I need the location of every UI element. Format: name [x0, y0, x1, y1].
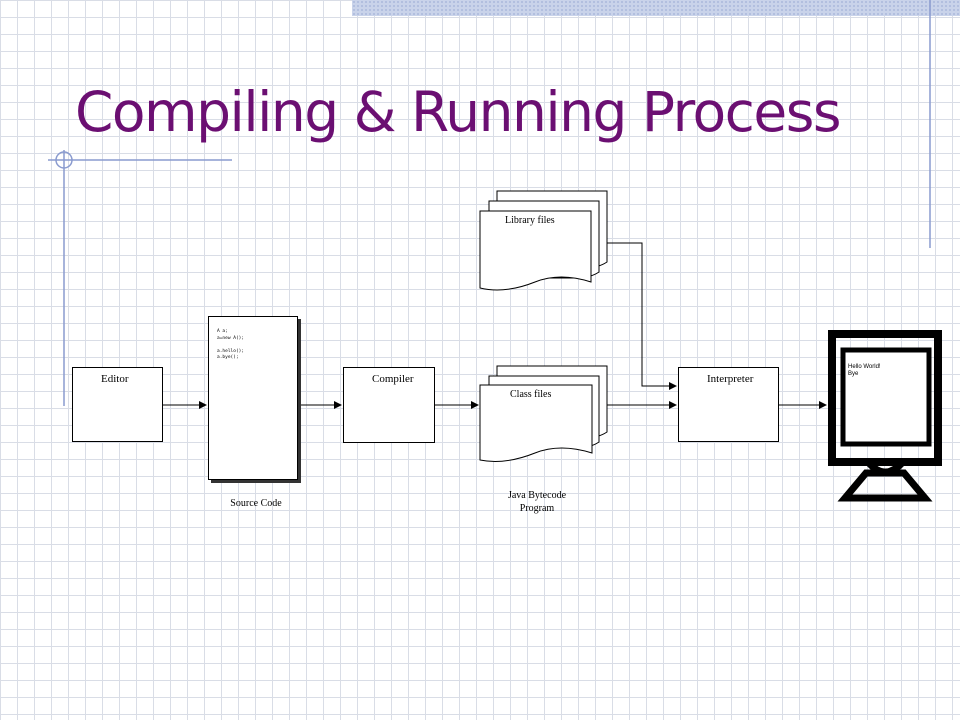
header-band [352, 0, 960, 16]
monitor-icon [828, 330, 942, 502]
editor-label: Editor [101, 373, 129, 385]
library-files-label: Library files [505, 215, 555, 226]
page-title: Compiling & Running Process [75, 80, 842, 144]
screen-output-line: Bye [848, 371, 859, 377]
bytecode-caption-line2: Program [519, 503, 555, 514]
editor-box: Editor [72, 367, 163, 442]
interpreter-label: Interpreter [707, 373, 754, 385]
class-files-label: Class files [510, 389, 552, 400]
bytecode-caption-line1: Java Bytecode [507, 490, 567, 501]
code-line: A a; [217, 329, 228, 334]
compiler-box: Compiler [343, 367, 435, 443]
code-line: a.bye(); [217, 355, 239, 360]
code-line: a.hello(); [217, 349, 245, 354]
arrow-icon [607, 242, 677, 390]
screen-output-line: Hello World! [848, 364, 881, 370]
code-line: a=new A(); [217, 336, 245, 341]
library-files-stack [479, 190, 608, 291]
source-code-caption: Source Code [230, 498, 282, 509]
source-code-document: A a; a=new A(); a.hello(); a.bye(); [208, 316, 298, 480]
compiler-label: Compiler [372, 373, 414, 385]
interpreter-box: Interpreter [678, 367, 779, 442]
class-files-stack [479, 365, 608, 462]
